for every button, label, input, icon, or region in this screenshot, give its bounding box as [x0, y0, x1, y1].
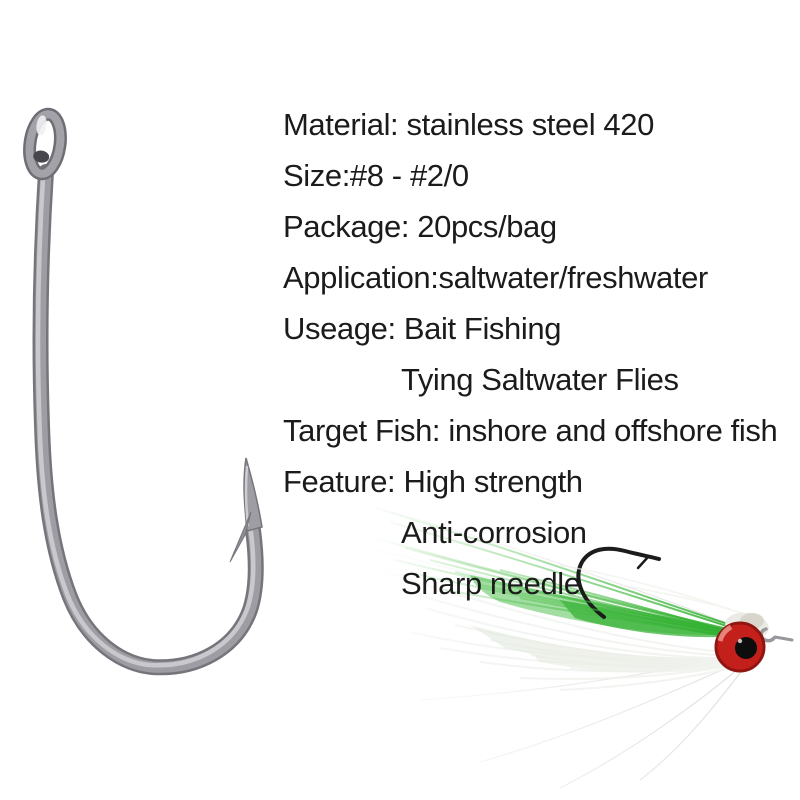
fly-eyelet — [759, 627, 794, 643]
spec-line-feature-2: Anti-corrosion — [401, 515, 587, 550]
spec-line-feature-3: Sharp needle — [401, 566, 581, 601]
fly-eye — [714, 621, 766, 673]
product-specs: Material: stainless steel 420 Size:#8 - … — [283, 99, 793, 609]
spec-line-useage-2: Tying Saltwater Flies — [401, 362, 679, 397]
hook-barb — [229, 511, 252, 563]
spec-line-feature: Feature: High strength — [283, 464, 583, 499]
fly-hook — [576, 546, 661, 619]
hook-point — [243, 457, 263, 532]
spec-line-application: Application:saltwater/freshwater — [283, 260, 708, 295]
hook-shank — [38, 170, 256, 667]
spec-line-material: Material: stainless steel 420 — [283, 107, 654, 142]
spec-line-useage: Useage: Bait Fishing — [283, 311, 562, 346]
spec-line-size: Size:#8 - #2/0 — [283, 158, 469, 193]
fishing-hook-photo — [23, 107, 263, 667]
hook-eye — [23, 107, 67, 181]
spec-line-target-fish: Target Fish: inshore and offshore fish — [283, 413, 778, 448]
spec-line-package: Package: 20pcs/bag — [283, 209, 557, 244]
fly-lure-photo — [364, 504, 794, 789]
